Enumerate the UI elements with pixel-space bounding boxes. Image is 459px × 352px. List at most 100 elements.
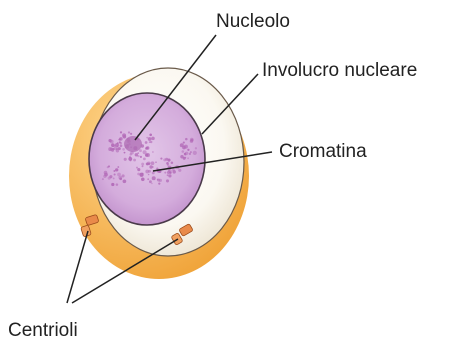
chromatin-granule [185,138,188,141]
chromatin-granule [151,183,153,185]
chromatin-granule [164,172,166,174]
chromatin-granule [130,160,132,162]
chromatin-granule [184,157,186,159]
chromatin-granule [172,170,175,173]
chromatin-granule [159,179,162,182]
chromatin-granule [183,142,185,144]
chromatin-granule [148,137,152,141]
chromatin-granule [139,149,142,152]
chromatin-granule [108,147,112,151]
chromatin-granule [145,141,148,144]
chromatin-granule [156,167,158,169]
chromatin-granule [151,137,155,141]
chromatin-granule [146,137,148,139]
chromatin-granule [149,134,152,137]
chromatin-granule [122,148,125,151]
chromatin-granule [195,147,197,149]
chromatin-granule [118,139,120,141]
chromatin-granule [137,173,140,176]
chromatin-granule [152,171,155,174]
chromatin-granule [111,143,115,147]
chromatin-granule [151,161,155,165]
chromatin-granule [184,145,188,149]
chromatin-granule [119,142,122,145]
chromatin-granule [118,147,121,150]
chromatin-granule [115,168,118,171]
chromatin-granule [180,143,184,147]
chromatin-granule [119,177,122,180]
chromatin-granule [182,150,185,153]
chromatin-granule [123,179,127,183]
chromatin-granule [108,165,110,167]
chromatin-granule [120,131,122,133]
nucleolus [124,136,142,152]
chromatin-granule [123,135,127,139]
label-cromatina: Cromatina [279,141,367,162]
chromatin-granule [155,161,157,163]
chromatin-granule [189,153,191,155]
chromatin-granule [143,158,146,161]
chromatin-granule [129,156,131,158]
chromatin-granule [145,147,148,150]
chromatin-granule [114,146,118,150]
chromatin-granule [102,178,104,180]
chromatin-granule [104,173,108,177]
chromatin-granule [116,183,119,186]
chromatin-granule [120,144,123,147]
chromatin-granule [113,177,115,179]
chromatin-granule [167,171,170,174]
chromatin-granule [114,173,116,175]
chromatin-granule [141,163,144,166]
chromatin-granule [171,161,174,164]
chromatin-granule [128,131,130,133]
chromatin-granule [140,156,142,158]
chromatin-granule [166,162,169,165]
chromatin-granule [191,139,194,142]
chromatin-granule [137,152,139,154]
chromatin-granule [113,170,115,172]
chromatin-granule [124,158,127,161]
leader-line-centriolo-left [67,231,88,303]
chromatin-granule [140,173,144,177]
chromatin-granule [168,174,172,178]
label-centrioli: Centrioli [8,320,78,341]
chromatin-granule [188,149,190,151]
chromatin-granule [193,151,197,155]
chromatin-granule [187,157,189,159]
chromatin-granule [130,133,132,135]
chromatin-granule [152,176,156,180]
chromatin-granule [180,155,183,158]
chromatin-granule [108,139,111,142]
chromatin-granule [129,153,131,155]
chromatin-granule [158,182,160,184]
chromatin-granule [178,169,181,172]
chromatin-granule [150,141,152,143]
chromatin-granule [190,151,192,153]
chromatin-granule [147,178,149,180]
chromatin-granule [136,167,138,169]
chromatin-granule [147,162,151,166]
chromatin-granule [109,175,112,178]
chromatin-granule [142,165,144,167]
chromatin-granule [185,152,188,155]
chromatin-granule [152,151,154,153]
chromatin-granule [122,174,125,177]
label-nucleolo: Nucleolo [216,11,290,32]
label-involucro-nucleare: Involucro nucleare [262,60,417,81]
chromatin-granule [141,178,145,182]
chromatin-granule [117,166,119,168]
chromatin-granule [163,158,166,161]
chromatin-granule [157,179,159,181]
chromatin-granule [111,183,114,186]
chromatin-granule [145,170,149,174]
chromatin-granule [160,158,162,160]
chromatin-granule [167,159,170,162]
chromatin-granule [124,152,126,154]
chromatin-granule [149,165,152,168]
chromatin-granule [133,159,136,162]
chromatin-granule [166,179,169,182]
chromatin-granule [137,168,140,171]
chromatin-granule [145,154,148,157]
